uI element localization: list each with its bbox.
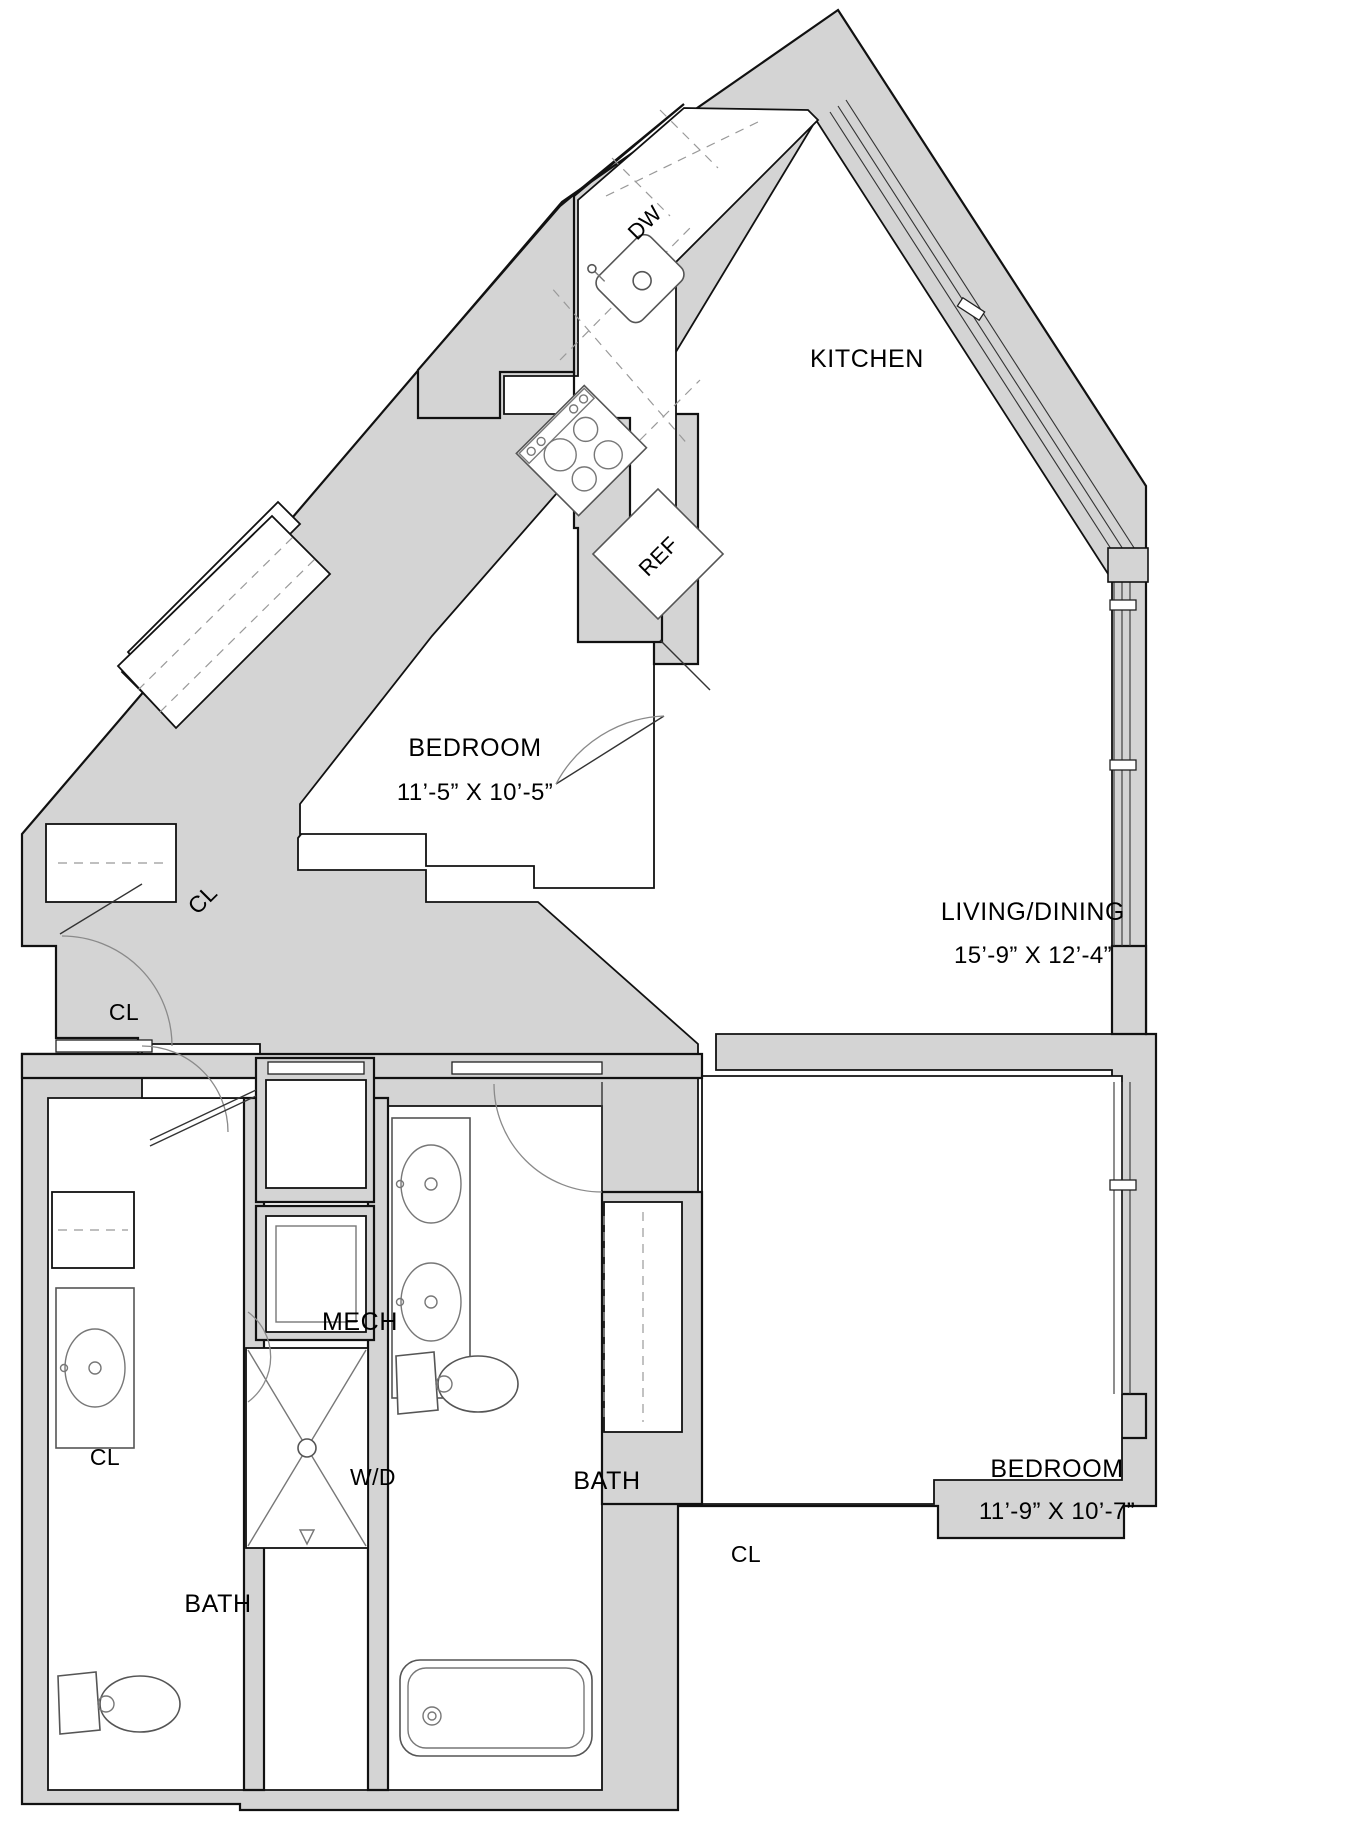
bath-left-label: BATH bbox=[184, 1590, 251, 1618]
shower-door-swing bbox=[247, 1311, 272, 1403]
cab-line-1 bbox=[605, 119, 763, 197]
cl-walkin-rect bbox=[116, 514, 332, 730]
labels-layer: KITCHEN BEDROOM 11’-5” X 10’-5” LIVING/D… bbox=[90, 345, 1135, 1618]
window-right-lower bbox=[1109, 1082, 1137, 1394]
kitchen-wall-left bbox=[416, 103, 685, 420]
window-upper-right bbox=[829, 99, 1139, 567]
living-label: LIVING/DINING bbox=[941, 898, 1125, 926]
opening-mech bbox=[267, 1061, 365, 1075]
wd-room bbox=[265, 1215, 367, 1333]
toilet-bath-right bbox=[395, 1351, 519, 1415]
bathtub bbox=[399, 1659, 593, 1757]
bedroom-2 bbox=[701, 1075, 1123, 1505]
wd-label: W/D bbox=[350, 1464, 396, 1490]
door-bedroom1 bbox=[555, 715, 665, 785]
cab-line-3 bbox=[639, 379, 701, 441]
kitchen-sink bbox=[587, 233, 685, 324]
door-bedroom2 bbox=[493, 1082, 603, 1193]
opening-bath-right bbox=[451, 1061, 603, 1075]
single-vanity bbox=[55, 1287, 135, 1449]
window-right-upper bbox=[1109, 580, 1137, 946]
bedroom2-dimensions: 11’-9” X 10’-7” bbox=[979, 1498, 1135, 1525]
bedroom1-label: BEDROOM bbox=[408, 734, 541, 762]
door-kitchen bbox=[659, 639, 711, 691]
column-right-upper bbox=[1110, 944, 1148, 1036]
mech-label: MECH bbox=[322, 1308, 398, 1336]
door-mech bbox=[149, 1089, 257, 1147]
cl-entry-label: CL bbox=[109, 999, 139, 1025]
refrigerator: REF bbox=[591, 487, 725, 621]
mullion-right bbox=[1107, 547, 1149, 583]
openings bbox=[55, 99, 1149, 1420]
fixtures: DW REF bbox=[55, 109, 763, 1757]
door-bath-left bbox=[141, 1045, 229, 1133]
shower-x bbox=[247, 1349, 367, 1547]
wd-unit bbox=[275, 1225, 357, 1323]
kitchen-counters bbox=[552, 289, 688, 445]
bath-right-label: BATH bbox=[573, 1467, 640, 1495]
closet-bedroom1 bbox=[116, 500, 332, 730]
mech-room bbox=[265, 1079, 367, 1189]
cl-bedroom2-label: CL bbox=[731, 1541, 761, 1567]
cl-bathleft-label: CL bbox=[90, 1444, 120, 1470]
range-cooktop bbox=[515, 384, 648, 517]
kitchen-label: KITCHEN bbox=[810, 345, 924, 373]
bedroom1-dimensions: 11’-5” X 10’-5” bbox=[397, 779, 553, 806]
entry-door bbox=[55, 883, 173, 1053]
living-dimensions: 15’-9” X 12’-4” bbox=[954, 942, 1112, 969]
toilet-bath-left bbox=[57, 1671, 181, 1735]
bedroom2-label: BEDROOM bbox=[990, 1455, 1123, 1483]
